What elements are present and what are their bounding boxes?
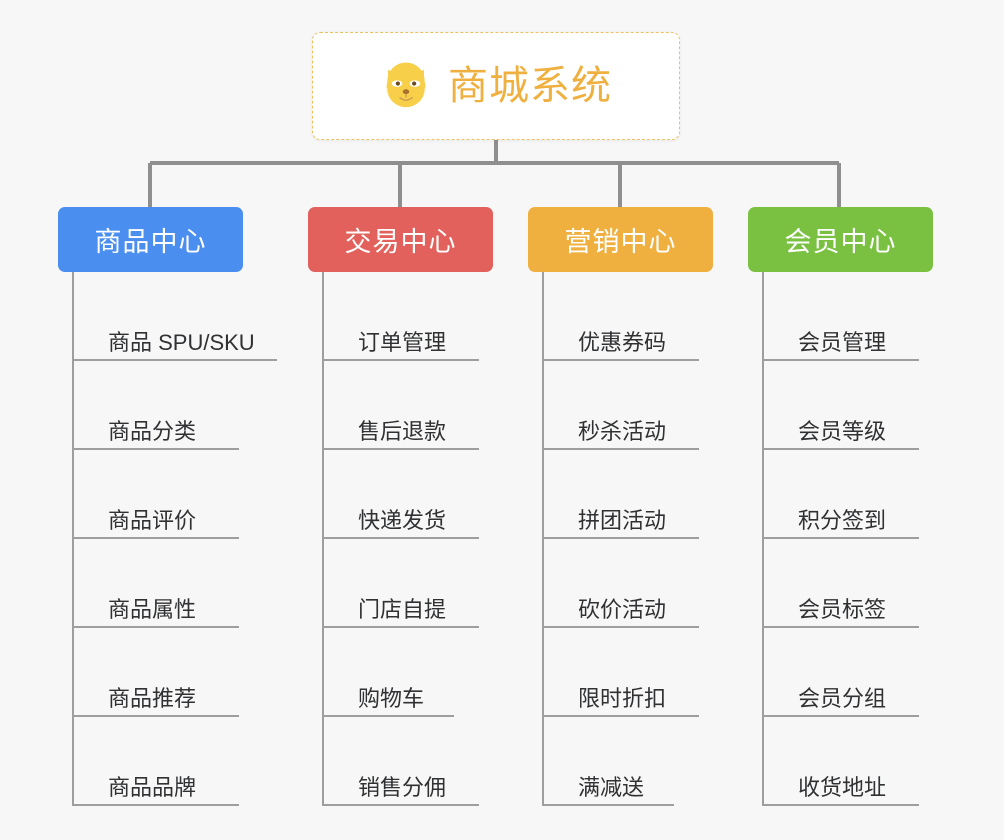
leaf-item-label: 商品 SPU/SKU (108, 330, 255, 355)
leaf-item[interactable]: 售后退款 (324, 361, 493, 450)
branch-column-marketing-center: 营销中心优惠券码秒杀活动拼团活动砍价活动限时折扣满减送 (528, 207, 713, 806)
leaf-item[interactable]: 快递发货 (324, 450, 493, 539)
leaf-item[interactable]: 门店自提 (324, 539, 493, 628)
leaf-item-label: 收货地址 (798, 775, 887, 800)
leaf-underline (74, 804, 239, 806)
category-box-marketing-center[interactable]: 营销中心 (528, 207, 713, 272)
category-box-product-center[interactable]: 商品中心 (58, 207, 243, 272)
leaf-item-label: 商品分类 (108, 419, 197, 444)
leaf-item[interactable]: 砍价活动 (544, 539, 713, 628)
leaf-item[interactable]: 会员分组 (764, 628, 933, 717)
leaf-item[interactable]: 商品 SPU/SKU (74, 272, 277, 361)
leaf-underline (74, 715, 239, 717)
leaf-item-label: 售后退款 (358, 419, 447, 444)
leaf-item-label: 会员分组 (798, 686, 887, 711)
leaf-item-label: 订单管理 (358, 330, 447, 355)
leaf-underline (544, 448, 699, 450)
leaf-underline (324, 448, 479, 450)
leaf-item[interactable]: 限时折扣 (544, 628, 713, 717)
leaf-underline (324, 626, 479, 628)
leaf-item[interactable]: 商品分类 (74, 361, 243, 450)
branch-column-trade-center: 交易中心订单管理售后退款快递发货门店自提购物车销售分佣 (308, 207, 493, 806)
leaf-item[interactable]: 积分签到 (764, 450, 933, 539)
root-title: 商城系统 (448, 64, 612, 108)
leaf-underline (764, 537, 919, 539)
leaf-list-member-center: 会员管理会员等级积分签到会员标签会员分组收货地址 (762, 272, 933, 806)
leaf-item[interactable]: 购物车 (324, 628, 493, 717)
leaf-list-product-center: 商品 SPU/SKU 商品分类商品评价商品属性商品推荐商品品牌 (72, 272, 277, 806)
leaf-underline (74, 448, 239, 450)
leaf-list-marketing-center: 优惠券码秒杀活动拼团活动砍价活动限时折扣满减送 (542, 272, 713, 806)
leaf-underline (324, 537, 479, 539)
leaf-underline (544, 626, 699, 628)
leaf-underline (74, 626, 239, 628)
leaf-item-label: 门店自提 (358, 597, 447, 622)
leaf-underline (544, 715, 699, 717)
leaf-item-label: 会员管理 (798, 330, 887, 355)
leaf-item-label: 秒杀活动 (578, 419, 667, 444)
leaf-item-label: 会员等级 (798, 419, 887, 444)
leaf-item-label: 快递发货 (358, 508, 447, 533)
leaf-item-label: 砍价活动 (578, 597, 667, 622)
leaf-item[interactable]: 会员标签 (764, 539, 933, 628)
leaf-underline (74, 359, 277, 361)
leaf-underline (544, 359, 699, 361)
leaf-item[interactable]: 收货地址 (764, 717, 933, 806)
root-node[interactable]: 商城系统 (312, 32, 680, 140)
branch-column-product-center: 商品中心商品 SPU/SKU 商品分类商品评价商品属性商品推荐商品品牌 (58, 207, 277, 806)
leaf-underline (324, 715, 454, 717)
leaf-underline (74, 537, 239, 539)
leaf-underline (764, 804, 919, 806)
leaf-item-label: 商品评价 (108, 508, 197, 533)
leaf-underline (544, 804, 674, 806)
leaf-underline (764, 626, 919, 628)
leaf-item[interactable]: 秒杀活动 (544, 361, 713, 450)
leaf-underline (324, 804, 479, 806)
leaf-item[interactable]: 商品推荐 (74, 628, 243, 717)
leaf-item-label: 积分签到 (798, 508, 887, 533)
leaf-underline (764, 715, 919, 717)
leaf-list-trade-center: 订单管理售后退款快递发货门店自提购物车销售分佣 (322, 272, 493, 806)
leaf-item-label: 商品属性 (108, 597, 197, 622)
leaf-item[interactable]: 商品属性 (74, 539, 243, 628)
category-box-trade-center[interactable]: 交易中心 (308, 207, 493, 272)
leaf-item[interactable]: 商品评价 (74, 450, 243, 539)
leaf-item-label: 会员标签 (798, 597, 887, 622)
leaf-item[interactable]: 会员管理 (764, 272, 933, 361)
leaf-underline (544, 537, 699, 539)
leaf-item[interactable]: 会员等级 (764, 361, 933, 450)
leaf-underline (324, 359, 479, 361)
leaf-item[interactable]: 商品品牌 (74, 717, 243, 806)
leaf-item-label: 限时折扣 (578, 686, 667, 711)
leaf-item-label: 优惠券码 (578, 330, 667, 355)
leaf-item-label: 满减送 (578, 775, 645, 800)
leaf-item[interactable]: 销售分佣 (324, 717, 493, 806)
leaf-item-label: 商品推荐 (108, 686, 197, 711)
leaf-item[interactable]: 优惠券码 (544, 272, 713, 361)
leaf-item-label: 拼团活动 (578, 508, 667, 533)
shiba-dog-icon (386, 62, 426, 108)
leaf-item[interactable]: 订单管理 (324, 272, 493, 361)
leaf-item-label: 购物车 (358, 686, 425, 711)
leaf-item-label: 商品品牌 (108, 775, 197, 800)
leaf-item-label: 销售分佣 (358, 775, 447, 800)
leaf-underline (764, 359, 919, 361)
branch-column-member-center: 会员中心会员管理会员等级积分签到会员标签会员分组收货地址 (748, 207, 933, 806)
leaf-item[interactable]: 满减送 (544, 717, 713, 806)
leaf-underline (764, 448, 919, 450)
leaf-item[interactable]: 拼团活动 (544, 450, 713, 539)
category-box-member-center[interactable]: 会员中心 (748, 207, 933, 272)
